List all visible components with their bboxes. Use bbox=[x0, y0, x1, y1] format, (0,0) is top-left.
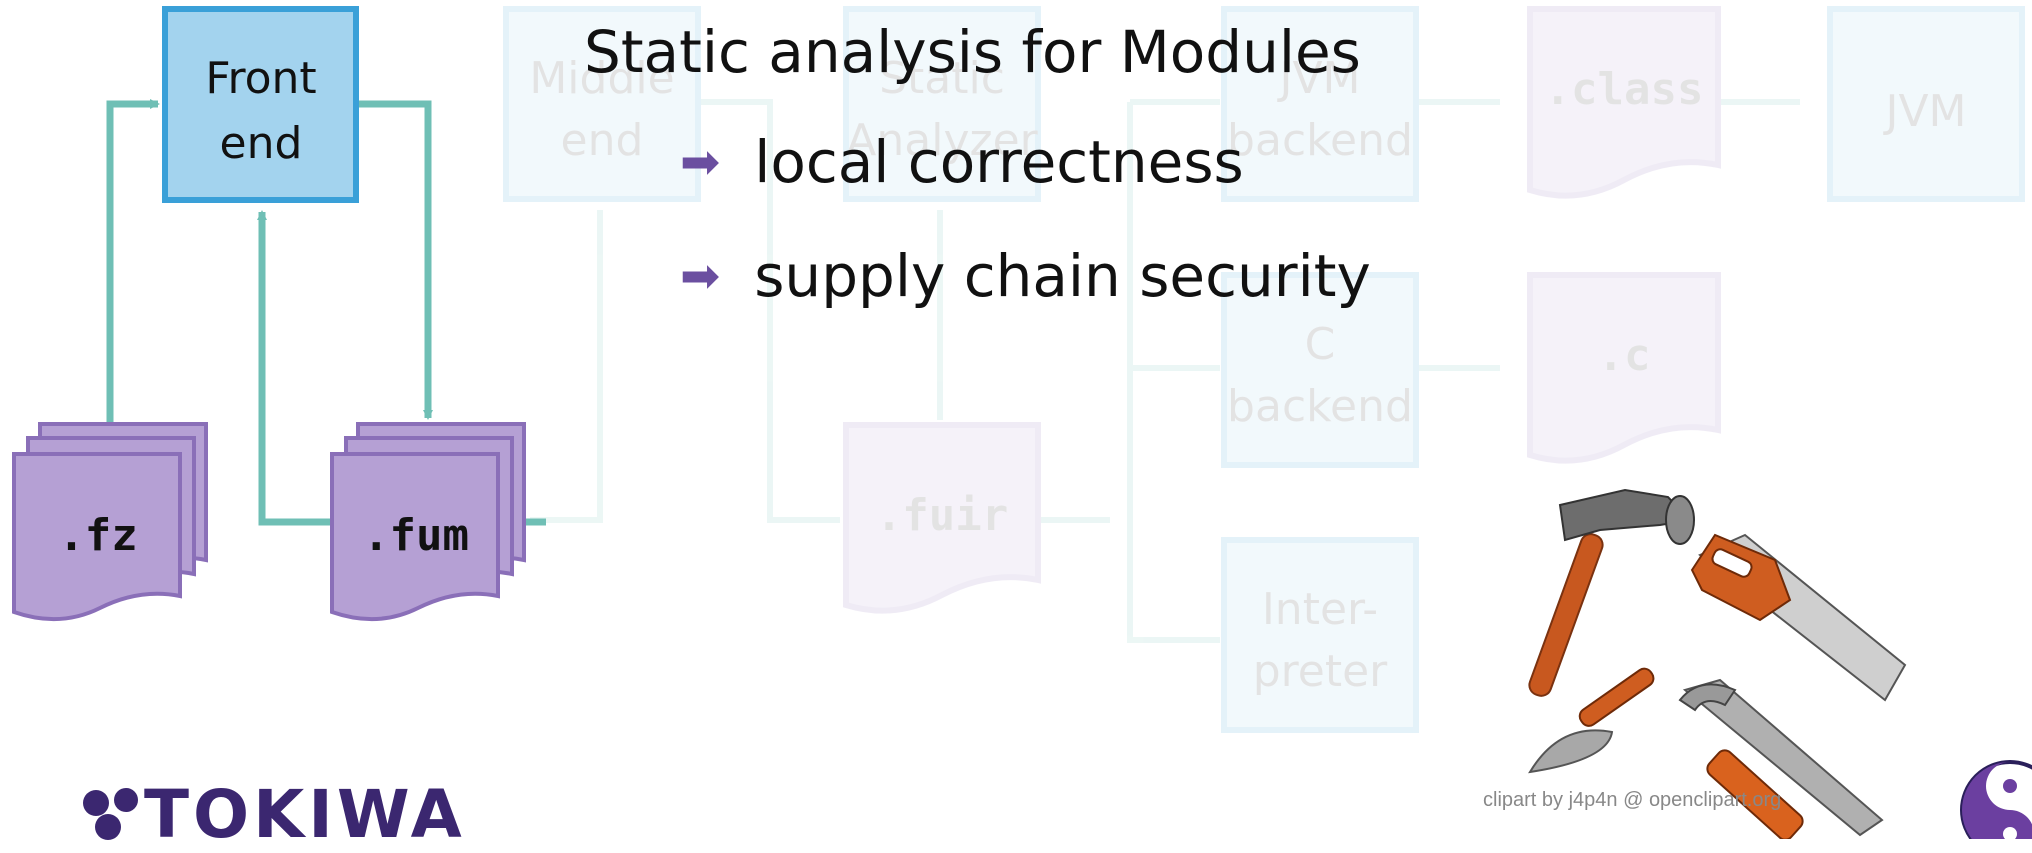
slide-title: Static analysis for Modules bbox=[584, 18, 1361, 86]
middle-end-box bbox=[503, 6, 701, 202]
fuir-file bbox=[843, 422, 1041, 614]
fz-to-frontend-arrow bbox=[106, 99, 160, 426]
c-label: .c bbox=[1598, 330, 1651, 381]
static-analyzer-box bbox=[843, 6, 1041, 202]
interpreter-box bbox=[1221, 537, 1419, 733]
static-analyzer-label-1: Static bbox=[879, 53, 1005, 104]
c-backend-label-2: backend bbox=[1227, 381, 1413, 432]
c-backend-box bbox=[1221, 272, 1419, 468]
right-arrow-icon: ➡ bbox=[680, 248, 721, 304]
interpreter-label-2: preter bbox=[1253, 646, 1388, 697]
frontend-to-fum-arrow bbox=[356, 100, 433, 420]
jvm-label: JVM bbox=[1882, 86, 1966, 137]
fum-file-stack bbox=[330, 422, 526, 622]
bullet-text: local correctness bbox=[754, 128, 1244, 196]
middle-end-label-2: end bbox=[561, 115, 644, 166]
clipart-credit: clipart by j4p4n @ openclipart.org bbox=[1483, 789, 1782, 811]
right-arrow-icon: ➡ bbox=[680, 134, 721, 190]
saw-icon bbox=[1690, 533, 1907, 702]
fum-to-frontend-arrow bbox=[257, 210, 338, 526]
jvm-box bbox=[1827, 6, 2025, 202]
bullet-item: ➡ supply chain security bbox=[680, 242, 1371, 310]
tokiwa-logo: TOKIWA bbox=[82, 782, 466, 848]
yin-yang-logo-icon bbox=[1960, 760, 2032, 839]
bullet-text: supply chain security bbox=[754, 242, 1371, 310]
front-end-box bbox=[162, 6, 359, 203]
front-end-label-1: Front bbox=[205, 53, 316, 104]
wrench-icon bbox=[1678, 678, 1884, 839]
hammer-icon bbox=[1528, 488, 1695, 697]
static-analyzer-label-2: Analyzer bbox=[846, 115, 1038, 166]
jvm-backend-box bbox=[1221, 6, 1419, 202]
fum-label: .fum bbox=[363, 510, 469, 561]
faded-pipeline: Middle end Static Analyzer JVM backend C… bbox=[503, 6, 2025, 733]
class-label: .class bbox=[1545, 64, 1704, 115]
class-file bbox=[1527, 6, 1721, 199]
c-file bbox=[1527, 272, 1721, 464]
tools-clipart bbox=[1528, 488, 1907, 839]
fz-label: .fz bbox=[58, 510, 137, 561]
jvm-backend-label-1: JVM bbox=[1276, 53, 1360, 104]
fz-file-stack bbox=[12, 422, 208, 622]
active-pipeline: Front end .fz .fum bbox=[12, 6, 546, 622]
interpreter-label-1: Inter- bbox=[1262, 584, 1378, 635]
trowel-icon bbox=[1528, 667, 1655, 774]
bullet-item: ➡ local correctness bbox=[680, 128, 1244, 196]
front-end-label-2: end bbox=[220, 118, 303, 169]
c-backend-label-1: C bbox=[1305, 319, 1336, 370]
middle-end-label-1: Middle bbox=[529, 53, 674, 104]
jvm-backend-label-2: backend bbox=[1227, 115, 1413, 166]
tokiwa-mark-icon bbox=[83, 788, 138, 840]
fuir-label: .fuir bbox=[876, 490, 1008, 541]
logo-wordmark: TOKIWA bbox=[144, 776, 466, 853]
